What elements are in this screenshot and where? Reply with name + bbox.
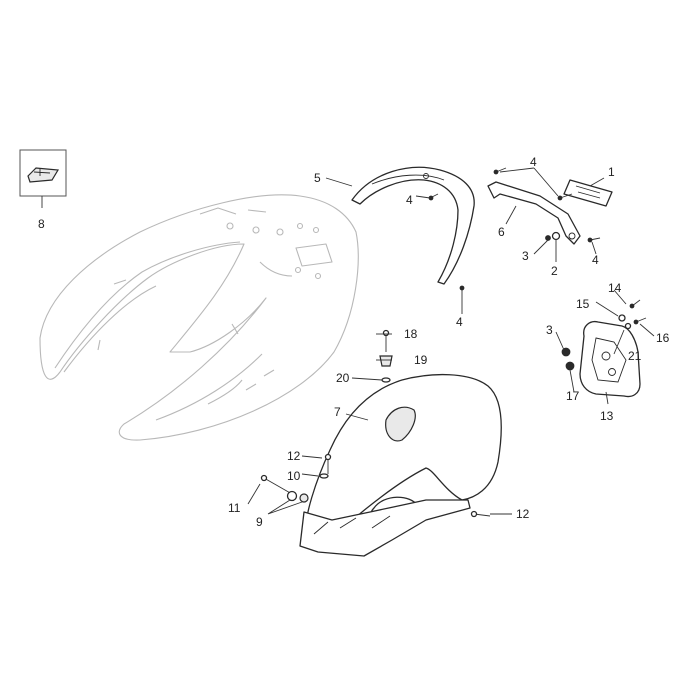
callout-1: 1	[608, 165, 615, 179]
callout-12: 12	[287, 449, 301, 463]
callout-18: 18	[404, 327, 418, 341]
grab-handle	[351, 166, 475, 285]
rear-body-shell	[39, 194, 359, 441]
plate-bracket	[487, 179, 613, 245]
clip-inset	[19, 149, 67, 197]
callout-8: 8	[38, 217, 45, 231]
callouts: 1 2 3 3 4 4 4 4 5 6 7 8 9 10 11 12 12 13…	[38, 155, 670, 529]
callout-7: 7	[334, 405, 341, 419]
callout-15: 15	[576, 297, 590, 311]
callout-4: 4	[406, 193, 413, 207]
callout-6: 6	[498, 225, 505, 239]
callout-19: 19	[414, 353, 428, 367]
callout-21: 21	[628, 349, 642, 363]
callout-17: 17	[566, 389, 580, 403]
callout-16: 16	[656, 331, 670, 345]
callout-2: 2	[551, 264, 558, 278]
rear-mudguard	[299, 373, 502, 557]
callout-20: 20	[336, 371, 350, 385]
hardware	[260, 167, 647, 518]
callout-3: 3	[546, 323, 553, 337]
callout-12: 12	[516, 507, 530, 521]
callout-4: 4	[592, 253, 599, 267]
callout-13: 13	[600, 409, 614, 423]
leader-lines	[41, 167, 655, 515]
plate-holder	[579, 320, 641, 398]
callout-3: 3	[522, 249, 529, 263]
callout-9: 9	[256, 515, 263, 529]
callout-14: 14	[608, 281, 622, 295]
callout-5: 5	[314, 171, 321, 185]
callout-10: 10	[287, 469, 301, 483]
callout-4: 4	[530, 155, 537, 169]
callout-4: 4	[456, 315, 463, 329]
callout-11: 11	[228, 501, 241, 515]
